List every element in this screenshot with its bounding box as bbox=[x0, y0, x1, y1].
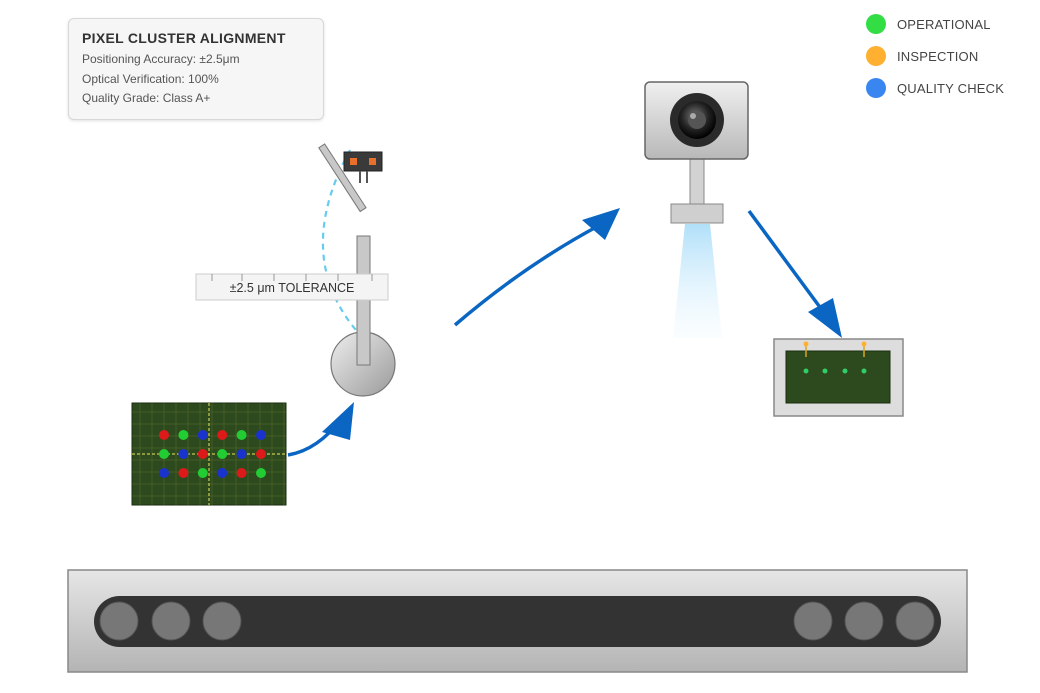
arrow-head-2 bbox=[582, 208, 620, 240]
gripper-arm bbox=[318, 143, 367, 213]
pixel-dot bbox=[256, 449, 266, 459]
pixel-dot bbox=[159, 430, 169, 440]
pixel-dot bbox=[217, 430, 228, 440]
pixel-dot bbox=[256, 468, 266, 478]
legend-item-operational: OPERATIONAL bbox=[866, 8, 1004, 40]
camera-icon bbox=[644, 81, 749, 338]
legend-label: OPERATIONAL bbox=[897, 16, 991, 32]
pixel-dot bbox=[217, 449, 228, 459]
pixel-dot bbox=[197, 449, 208, 459]
info-line-verification: Optical Verification: 100% bbox=[82, 71, 219, 86]
conveyor-icon bbox=[67, 569, 968, 673]
led-board-icon bbox=[131, 402, 287, 506]
info-line-grade: Quality Grade: Class A+ bbox=[82, 91, 211, 105]
legend-label: QUALITY CHECK bbox=[897, 80, 1005, 96]
camera-beam bbox=[673, 224, 722, 338]
pixel-dot bbox=[236, 468, 247, 478]
operational-dot-icon bbox=[866, 14, 886, 34]
pixel-dot bbox=[197, 430, 208, 440]
legend-item-quality-check: QUALITY CHECK bbox=[866, 72, 1004, 104]
inspection-dot-icon bbox=[866, 46, 886, 66]
pixel-dot bbox=[159, 468, 169, 478]
pixel-dot bbox=[197, 468, 208, 478]
legend-label: INSPECTION bbox=[897, 48, 979, 64]
quality-check-dot-icon bbox=[866, 78, 886, 98]
pixel-dot bbox=[236, 449, 247, 459]
pixel-dot bbox=[236, 430, 247, 440]
pixel-dot bbox=[256, 430, 266, 440]
pixel-dot bbox=[178, 468, 189, 478]
arrow-head-3 bbox=[808, 298, 842, 338]
tolerance-ruler bbox=[195, 273, 389, 301]
info-panel-title: PIXEL CLUSTER ALIGNMENT bbox=[82, 30, 286, 46]
legend-item-inspection: INSPECTION bbox=[866, 40, 1004, 72]
gripper-chip bbox=[343, 151, 383, 172]
flow-arrows bbox=[287, 208, 842, 457]
flow-arrow-camera-to-module bbox=[747, 209, 824, 312]
status-legend: OPERATIONAL INSPECTION QUALITY CHECK bbox=[866, 8, 1004, 104]
pixel-dot bbox=[159, 449, 169, 459]
pixel-dot bbox=[178, 449, 189, 459]
display-module-icon bbox=[773, 338, 904, 417]
info-panel: PIXEL CLUSTER ALIGNMENT Positioning Accu… bbox=[68, 18, 324, 120]
scan-arc bbox=[321, 149, 364, 339]
robot-arm-icon bbox=[195, 143, 396, 397]
info-line-accuracy: Positioning Accuracy: ±2.5μm bbox=[82, 52, 240, 66]
pixel-dot bbox=[178, 430, 189, 440]
pixel-dot bbox=[217, 468, 228, 478]
arrow-head-1 bbox=[322, 402, 354, 440]
flow-arrow-arm-to-camera bbox=[453, 223, 601, 327]
tolerance-label: ±2.5 μm TOLERANCE bbox=[229, 281, 355, 295]
